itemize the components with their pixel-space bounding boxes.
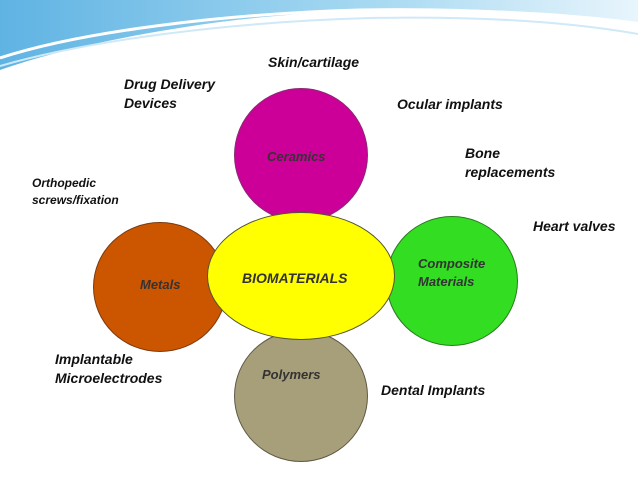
heart-valves-note: Heart valves <box>533 218 616 234</box>
skin-cartilage-note: Skin/cartilage <box>268 54 360 70</box>
orthopedic-note: Orthopedic screws/fixation <box>32 175 119 209</box>
composite-label-line2: Materials <box>418 274 475 289</box>
biomaterials-center-ellipse <box>207 212 395 340</box>
microelectrodes-line1: Implantable <box>55 351 133 367</box>
bone-line1: Bone <box>465 145 500 161</box>
implantable-microelectrodes-note: Implantable Microelectrodes <box>55 350 162 388</box>
header-swoosh-decoration <box>0 0 638 70</box>
ceramics-label: Ceramics <box>267 149 326 164</box>
biomaterials-label: BIOMATERIALS <box>242 270 348 286</box>
drug-delivery-note: Drug Delivery Devices <box>124 75 215 113</box>
metals-label: Metals <box>140 277 181 292</box>
ceramics-circle <box>234 88 368 222</box>
polymers-label: Polymers <box>262 367 321 382</box>
polymers-circle <box>234 330 368 462</box>
drug-delivery-line2: Devices <box>124 95 177 111</box>
dental-implants-note: Dental Implants <box>381 382 486 398</box>
composite-label-line1: Composite <box>418 256 486 271</box>
composite-label: Composite Materials <box>418 255 485 291</box>
composite-circle <box>386 216 518 346</box>
orthopedic-line1: Orthopedic <box>32 176 97 190</box>
orthopedic-line2: screws/fixation <box>32 193 119 207</box>
bone-line2: replacements <box>465 164 556 180</box>
ocular-implants-note: Ocular implants <box>397 96 503 112</box>
bone-replacements-note: Bone replacements <box>465 144 555 182</box>
metals-circle <box>93 222 227 352</box>
drug-delivery-line1: Drug Delivery <box>124 76 216 92</box>
microelectrodes-line2: Microelectrodes <box>55 370 163 386</box>
